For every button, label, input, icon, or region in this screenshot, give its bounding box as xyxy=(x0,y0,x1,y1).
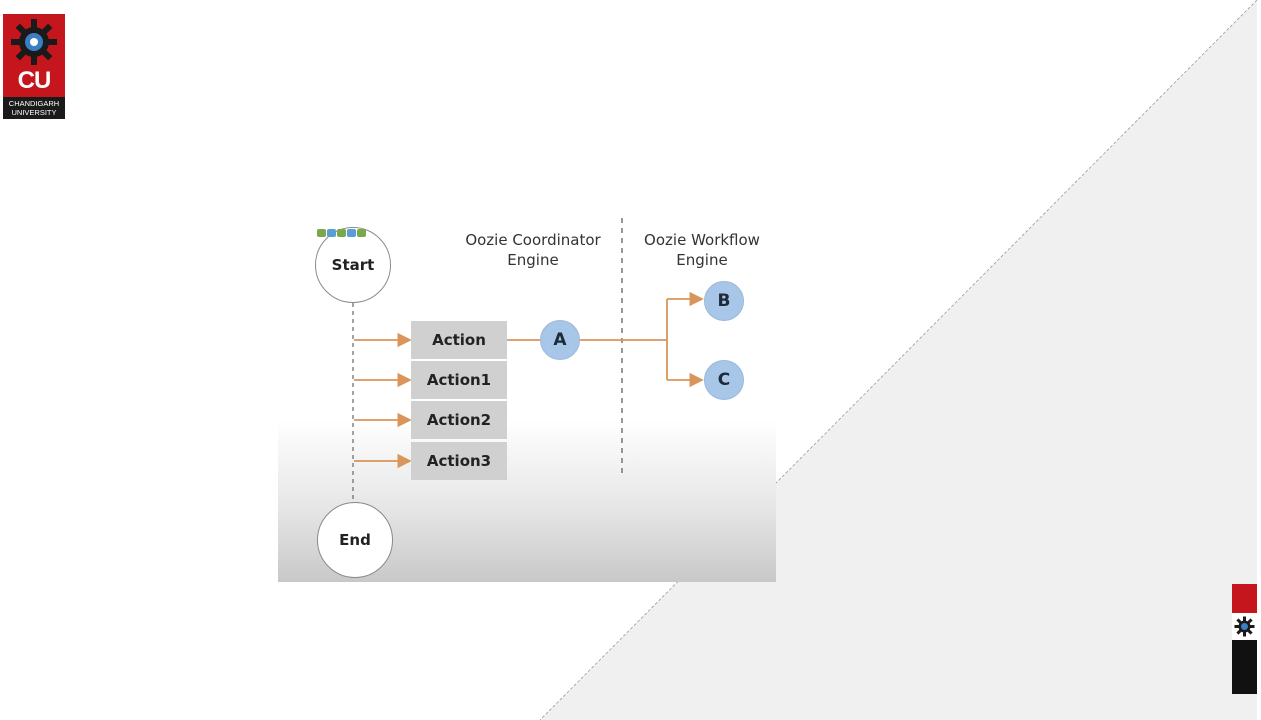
coordinator-engine-header: Oozie Coordinator Engine xyxy=(453,230,613,270)
action3-box: Action3 xyxy=(411,442,507,480)
start-node: Start xyxy=(315,227,391,303)
start-label: Start xyxy=(331,256,375,274)
oozie-diagram: Oozie Coordinator Engine Oozie Workflow … xyxy=(278,213,776,582)
logo-institution-line2: UNIVERSITY xyxy=(11,108,57,117)
action-box: Action xyxy=(411,321,507,359)
side-marker-gear-icon xyxy=(1234,616,1255,637)
diagram-connectors xyxy=(352,218,704,503)
end-node: End xyxy=(317,502,393,578)
coordinator-node-a: A xyxy=(540,320,580,360)
oozie-logo-icon xyxy=(317,229,366,237)
end-label: End xyxy=(339,531,371,549)
side-marker-black-block xyxy=(1232,640,1257,694)
logo-brand-text: CU xyxy=(17,67,52,94)
side-marker-red-block xyxy=(1232,584,1257,613)
coordinator-header-line1: Oozie Coordinator xyxy=(465,231,601,249)
action1-box: Action1 xyxy=(411,361,507,399)
workflow-node-b: B xyxy=(704,281,744,321)
workflow-header-line2: Engine xyxy=(676,251,728,269)
workflow-header-line1: Oozie Workflow xyxy=(644,231,760,249)
action2-box: Action2 xyxy=(411,401,507,439)
side-marker-emblem-block xyxy=(1232,613,1257,640)
logo-institution-name: CHANDIGARH UNIVERSITY xyxy=(3,97,65,119)
logo-emblem-icon xyxy=(9,17,59,67)
logo-institution-line1: CHANDIGARH xyxy=(8,99,60,108)
workflow-engine-header: Oozie Workflow Engine xyxy=(630,230,774,270)
university-logo: CU CHANDIGARH UNIVERSITY xyxy=(3,14,65,119)
coordinator-header-line2: Engine xyxy=(507,251,559,269)
workflow-node-c: C xyxy=(704,360,744,400)
